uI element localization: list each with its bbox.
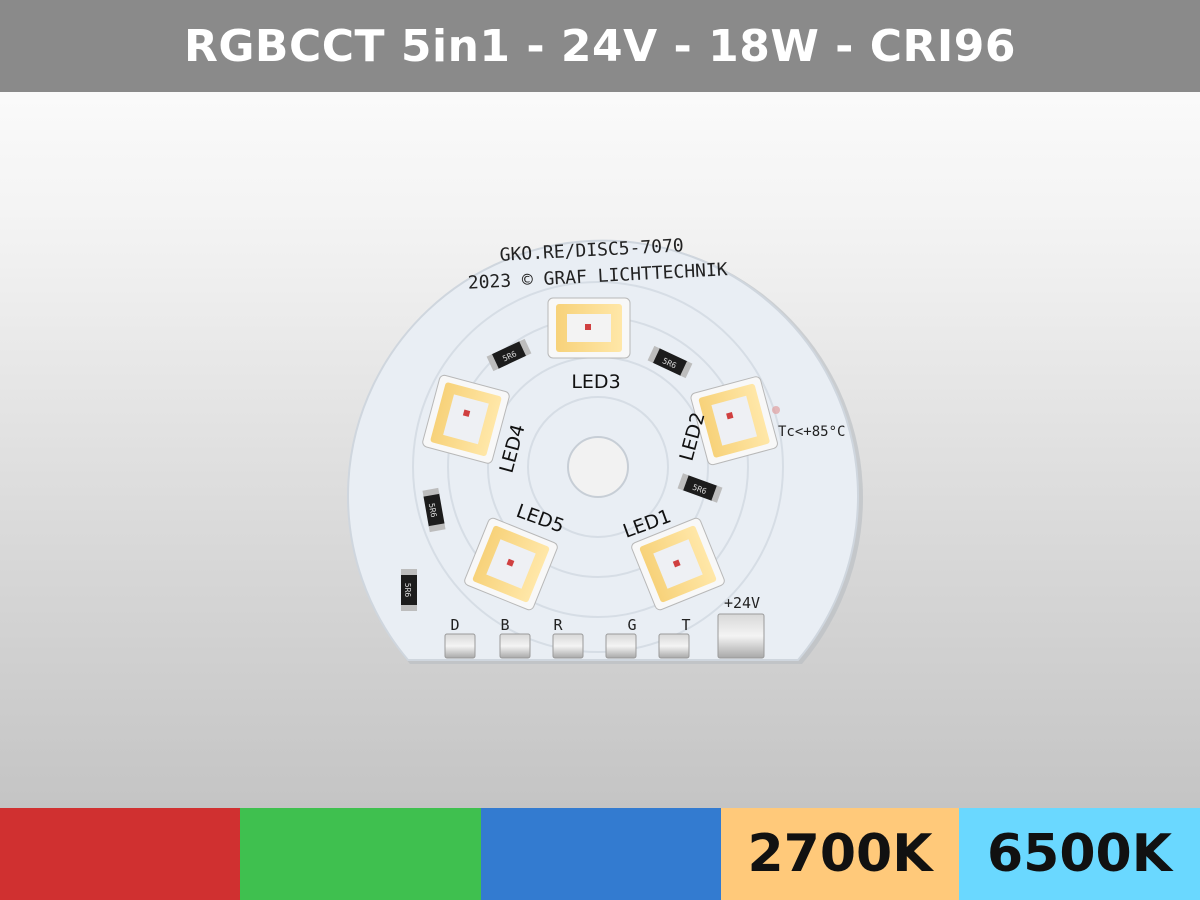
- resistor: 5R6: [486, 338, 532, 372]
- solder-pad: [717, 613, 765, 659]
- pad-label-24v: +24V: [724, 594, 760, 612]
- mounting-hole: [567, 436, 629, 498]
- color-swatch-bar: 2700K 6500K: [0, 808, 1200, 900]
- cool-white-label: 6500K: [986, 824, 1173, 884]
- pad-label-g: G: [627, 616, 636, 634]
- led-2: [690, 376, 778, 466]
- swatch-blue: [481, 808, 721, 900]
- svg-text:5R6: 5R6: [427, 502, 438, 518]
- warm-white-label: 2700K: [747, 824, 933, 884]
- temp-rating-label: Tc<+85°C: [778, 424, 845, 440]
- led-1: [631, 517, 725, 611]
- svg-text:5R6: 5R6: [403, 583, 412, 598]
- resistor: 5R6: [401, 569, 417, 611]
- swatch-cool-white: 6500K: [959, 808, 1200, 900]
- resistor: 5R6: [677, 473, 723, 503]
- pad-label-d: D: [450, 616, 459, 634]
- pad-label-b: B: [500, 616, 509, 634]
- pad-label-t: T: [681, 616, 690, 634]
- solder-pad: [444, 633, 476, 659]
- led-3: [547, 297, 631, 359]
- swatch-green: [240, 808, 481, 900]
- solder-pad: [605, 633, 637, 659]
- swatch-red: [0, 808, 240, 900]
- swatch-warm-white: 2700K: [721, 808, 959, 900]
- led-3-label: LED3: [571, 371, 620, 393]
- page-title: RGBCCT 5in1 - 24V - 18W - CRI96: [183, 20, 1017, 72]
- resistor: 5R6: [647, 345, 693, 379]
- solder-pad: [552, 633, 584, 659]
- title-banner: RGBCCT 5in1 - 24V - 18W - CRI96: [0, 0, 1200, 92]
- led-4: [422, 374, 510, 464]
- pcb-illustration: GKO.RE/DISC5-7070 2023 © GRAF LICHTTECHN…: [347, 235, 864, 665]
- product-photo: GKO.RE/DISC5-7070 2023 © GRAF LICHTTECHN…: [0, 92, 1200, 808]
- led-5: [464, 517, 558, 611]
- pad-label-r: R: [553, 616, 563, 634]
- solder-pad: [499, 633, 531, 659]
- resistor: 5R6: [422, 487, 446, 533]
- solder-pad: [658, 633, 690, 659]
